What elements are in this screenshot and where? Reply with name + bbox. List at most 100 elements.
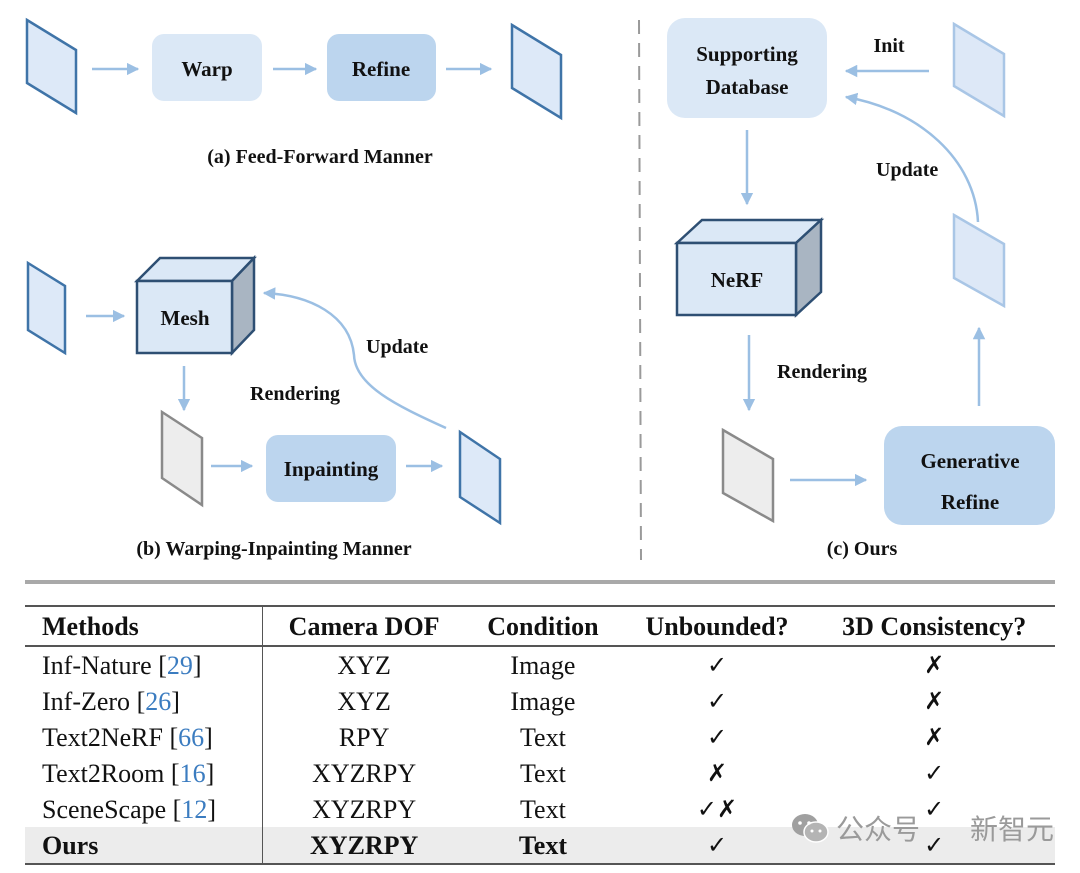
inpainting-box — [266, 435, 396, 502]
method-name: Inf-Zero — [42, 686, 131, 716]
rendered-frame-icon — [160, 409, 204, 508]
condition-cell: Text — [519, 722, 566, 752]
camera-dof-cell: RPY — [338, 722, 390, 752]
citation-link[interactable]: 26 — [145, 686, 172, 716]
header-3d-consistency: 3D Consistency? — [842, 611, 1027, 641]
output-frame-icon — [458, 429, 502, 526]
output-frame-icon — [510, 22, 563, 121]
method-name: Text2Room — [42, 758, 165, 788]
method-name: Ours — [42, 830, 99, 860]
citation-link[interactable]: 29 — [166, 650, 193, 680]
input-frame-icon — [26, 260, 67, 356]
camera-dof-cell: XYZRPY — [312, 758, 417, 788]
update-arrow — [262, 287, 447, 430]
unbounded-mark-cell: ✓ — [621, 646, 814, 683]
condition-cell-cell: Text — [465, 755, 620, 791]
warp-box — [152, 34, 262, 101]
watermark: 公众号 新智元 — [790, 808, 1054, 848]
method-cell: SceneScape [12] — [25, 791, 263, 827]
table-row-ours: Ours XYZRPY Text ✓ ✓ — [25, 827, 1055, 864]
consistency-mark: ✓ — [924, 795, 945, 823]
condition-cell: Image — [510, 686, 576, 716]
consistency-mark: ✗ — [924, 723, 945, 751]
table-row: Text2NeRF [66] RPY Text ✓ ✗ — [25, 719, 1055, 755]
init-label: Init — [873, 35, 904, 57]
unbounded-mark-cell: ✓ — [621, 719, 814, 755]
condition-cell-cell: Image — [465, 683, 620, 719]
camera-dof-cell-cell: XYZRPY — [263, 755, 466, 791]
supporting-database-box — [667, 18, 827, 118]
unbounded-mark: ✓ — [706, 651, 728, 679]
consistency-mark: ✓ — [924, 759, 945, 787]
refined-frame-icon — [952, 212, 1006, 309]
consistency-mark-cell: ✓ — [813, 827, 1055, 864]
generative-refine-line1: Generative — [920, 449, 1019, 473]
consistency-mark-cell: ✗ — [813, 719, 1055, 755]
panel-b-warping-inpainting: Mesh Rendering Inpainting Update (b) War… — [26, 254, 502, 560]
consistency-mark-cell: ✗ — [813, 683, 1055, 719]
update-label: Update — [876, 159, 938, 181]
condition-cell-cell: Text — [465, 791, 620, 827]
panel-a-caption: (a) Feed-Forward Manner — [207, 146, 433, 168]
camera-dof-cell: XYZ — [337, 650, 391, 680]
consistency-mark: ✓ — [924, 831, 945, 859]
watermark-right-text: 新智元 — [970, 813, 1055, 846]
condition-cell: Text — [519, 794, 566, 824]
panel-divider — [638, 19, 642, 561]
camera-dof-cell-cell: XYZ — [263, 683, 466, 719]
database-label-line2: Database — [706, 75, 789, 99]
consistency-mark-cell: ✓ — [813, 755, 1055, 791]
table-header-row: Methods Camera DOF Condition Unbounded? … — [25, 606, 1055, 646]
inpainting-label: Inpainting — [284, 457, 379, 481]
table-row: Text2Room [16] XYZRPY Text ✗ ✓ — [25, 755, 1055, 791]
method-cell: Inf-Zero [26] — [25, 683, 263, 719]
method-comparison-figure: Warp Refine (a) Feed-Forward Manner Mesh… — [25, 17, 1055, 561]
unbounded-mark: ✓ — [706, 831, 728, 859]
camera-dof-cell: XYZ — [337, 686, 391, 716]
unbounded-mark: ✗ — [706, 759, 728, 787]
input-frame-icon — [25, 17, 78, 116]
panel-b-caption: (b) Warping-Inpainting Manner — [136, 538, 411, 560]
input-frame-icon — [952, 21, 1006, 119]
refine-label: Refine — [352, 57, 410, 81]
header-methods: Methods — [25, 606, 263, 646]
nerf-label: NeRF — [711, 268, 763, 292]
condition-cell: Image — [510, 650, 576, 680]
update-label: Update — [366, 336, 428, 358]
camera-dof-cell-cell: XYZRPY — [263, 827, 466, 864]
database-label-line1: Supporting — [696, 42, 798, 66]
citation-link[interactable]: 12 — [181, 794, 208, 824]
consistency-mark: ✗ — [924, 651, 945, 679]
table-row: Inf-Nature [29] XYZ Image ✓ ✗ — [25, 646, 1055, 683]
refine-box — [327, 34, 436, 101]
rendered-frame-icon — [721, 427, 775, 524]
comparison-table: Methods Camera DOF Condition Unbounded? … — [25, 605, 1055, 865]
top-rule — [25, 580, 1055, 584]
camera-dof-cell-cell: XYZ — [263, 646, 466, 683]
mesh-label: Mesh — [161, 306, 210, 330]
update-arrow — [844, 92, 980, 223]
citation-link[interactable]: 66 — [178, 722, 205, 752]
watermark-left-text: 公众号 — [836, 813, 921, 846]
panel-c-ours: Supporting Database Init Update NeRF Ren… — [667, 18, 1055, 560]
citation-link[interactable]: 16 — [179, 758, 206, 788]
method-cell: Text2NeRF [66] — [25, 719, 263, 755]
camera-dof-cell-cell: RPY — [263, 719, 466, 755]
condition-cell: Text — [518, 830, 567, 860]
panel-c-caption: (c) Ours — [827, 538, 898, 560]
wechat-icon — [792, 814, 829, 843]
consistency-mark-cell: ✗ — [813, 646, 1055, 683]
condition-cell-cell: Text — [465, 719, 620, 755]
condition-cell-cell: Text — [465, 827, 620, 864]
unbounded-mark: ✓✗ — [696, 795, 738, 823]
method-name: SceneScape — [42, 794, 167, 824]
method-name: Inf-Nature — [42, 650, 152, 680]
method-cell: Inf-Nature [29] — [25, 646, 263, 683]
method-cell: Text2Room [16] — [25, 755, 263, 791]
unbounded-mark-cell: ✓✗ — [621, 791, 814, 827]
consistency-mark: ✗ — [924, 687, 945, 715]
condition-cell-cell: Image — [465, 646, 620, 683]
generative-refine-box — [884, 426, 1055, 525]
